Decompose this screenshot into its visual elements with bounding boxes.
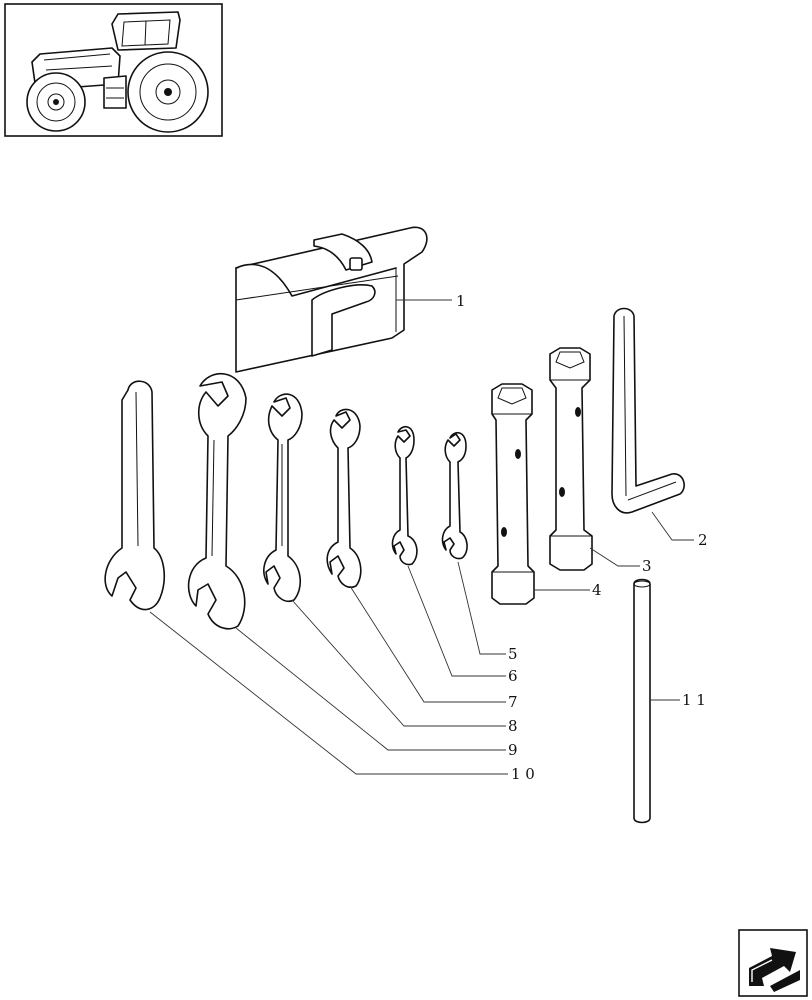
callout-labels: 1 2 3 4 5 6 7 8 9 1 0 1 1 <box>456 292 708 783</box>
wrench-single-end <box>104 380 166 611</box>
wrench-small <box>391 425 418 566</box>
box-spanner-large <box>549 347 593 571</box>
callout-2: 2 <box>698 531 708 549</box>
callout-5: 5 <box>508 645 518 663</box>
wrench-medium <box>326 408 362 589</box>
wrench-smallest <box>441 431 468 560</box>
tool-bag <box>235 226 428 373</box>
wrench-medium-large <box>263 393 303 603</box>
box-spanner-small <box>491 383 535 605</box>
hex-key <box>611 307 685 514</box>
next-page-arrow-icon[interactable] <box>738 929 808 997</box>
tommy-bar <box>633 578 651 824</box>
callout-4: 4 <box>592 581 602 599</box>
callout-1: 1 <box>456 292 466 310</box>
callout-3: 3 <box>642 557 652 575</box>
callout-6: 6 <box>508 667 518 685</box>
callout-8: 8 <box>508 717 518 735</box>
callout-11: 1 1 <box>682 691 706 709</box>
tractor-thumbnail-icon[interactable] <box>4 3 223 137</box>
leader-lines <box>149 299 694 775</box>
wrench-large <box>187 373 247 630</box>
callout-10: 1 0 <box>511 765 535 783</box>
callout-7: 7 <box>508 693 518 711</box>
callout-9: 9 <box>508 741 518 759</box>
